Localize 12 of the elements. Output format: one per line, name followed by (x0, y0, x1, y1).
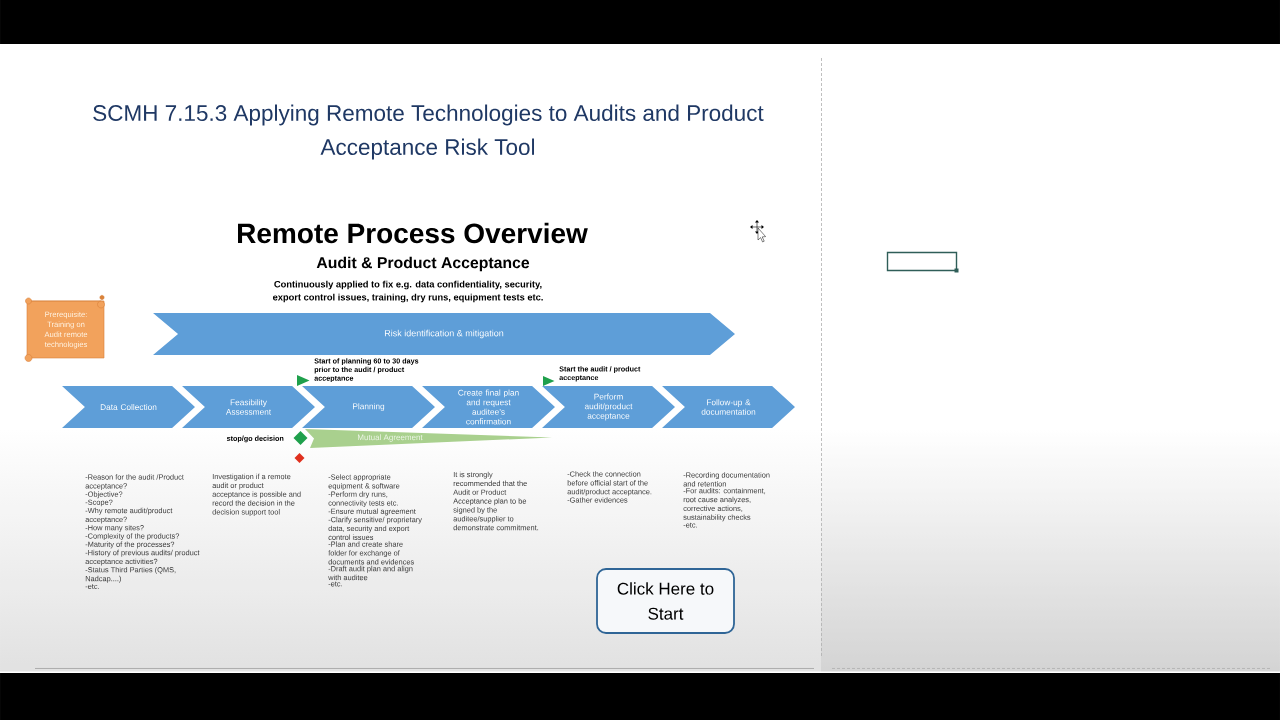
process-step: Planning (302, 386, 435, 428)
subheading: Audit & Product Acceptance (316, 256, 530, 272)
slide-heading: Remote Process Overview (238, 222, 588, 244)
process-step: Data Collection (62, 386, 195, 428)
start-button: Click Here to Start (596, 568, 735, 634)
process-step: Perform audit/product acceptance (542, 386, 675, 428)
title: SCMH 7.15.3 Applying Remote Technologies to Audits and Product Acceptance Risk Tool (93, 104, 764, 160)
note-text: Continuously applied to fix e.g. data confidentiality, security, export control issues, training, dry runs, equipment tests etc. (273, 280, 543, 303)
wedge-band: Mutual Agreement (305, 429, 552, 448)
process-step: Feasibility Assessment (182, 386, 315, 428)
process-step: Create final plan and request auditee’s confirmation (422, 386, 555, 428)
process-step: Follow-up & documentation (662, 386, 795, 428)
